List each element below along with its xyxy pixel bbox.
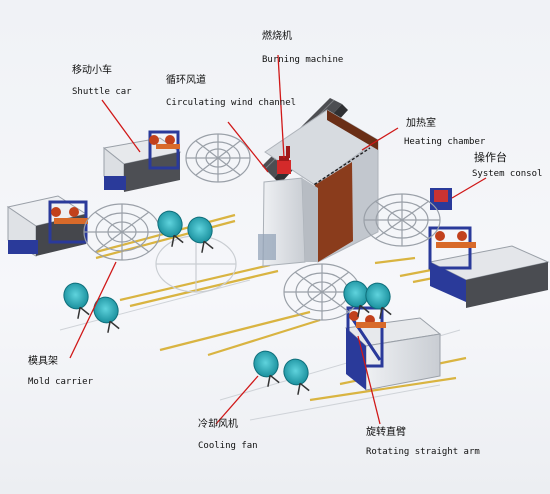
cooling-fan (93, 296, 120, 333)
mold-carrier-wheel (83, 203, 161, 261)
heating-chamber-label-en: Heating chamber (404, 137, 486, 147)
mold-carrier-label-cn: 模具架 (28, 356, 58, 367)
cooling-fan (283, 358, 310, 395)
rail (129, 269, 279, 308)
burning-machine-label-cn: 燃烧机 (262, 31, 292, 42)
rail (374, 256, 416, 265)
mold-carrier-label-en: Mold carrier (28, 377, 94, 387)
rotating-straight-arm-label-en: Rotating straight arm (366, 447, 480, 457)
mold-carrier-wheel (185, 133, 251, 183)
cooling-fan (253, 350, 280, 387)
leader-line (357, 335, 381, 425)
system-console-label-cn: 操作台 (474, 151, 507, 164)
leader-lines (69, 54, 487, 425)
rail (207, 318, 321, 357)
cooling-fan-label-en: Cooling fan (198, 441, 258, 451)
burning-machine-label-en: Burning machine (262, 55, 344, 65)
mold-carrier-wheel (363, 193, 441, 247)
shuttle-car-2 (6, 195, 88, 257)
leader-line (69, 261, 117, 359)
leader-line (101, 99, 141, 153)
cooling-fan (63, 282, 90, 319)
cooling-fan (343, 280, 370, 317)
rotating-straight-arm-unit (344, 306, 442, 391)
cooling-fan (365, 282, 392, 319)
cooling-fan (157, 210, 184, 247)
rail (309, 376, 457, 402)
leader-line (227, 121, 269, 173)
cooling-fan (187, 216, 214, 253)
system-console-label-en: System consol (472, 169, 543, 179)
heating-chamber-label-cn: 加热室 (406, 118, 436, 129)
circulating-wind-channel-label-cn: 循环风道 (166, 75, 206, 86)
mold-carrier-wheel (155, 235, 237, 293)
cooling-fans (63, 210, 392, 395)
shuttle-car-label-en: Shuttle car (72, 87, 132, 97)
leader-line (215, 375, 259, 425)
shuttle-car-label-cn: 移动小车 (72, 65, 112, 76)
leader-line (451, 177, 487, 199)
heating-chamber (258, 109, 379, 267)
cooling-fan-label-cn: 冷却风机 (198, 419, 238, 430)
leader-line (361, 127, 399, 151)
shuttle-car-3 (428, 188, 550, 308)
rotating-straight-arm-label-cn: 旋转直臂 (366, 427, 406, 438)
shuttle-car-1 (102, 130, 182, 192)
leader-line (277, 54, 285, 159)
rail (119, 263, 271, 302)
rail (159, 310, 311, 352)
circulating-wind-channel-label-en: Circulating wind channel (166, 98, 297, 108)
burning-machine (277, 146, 291, 174)
